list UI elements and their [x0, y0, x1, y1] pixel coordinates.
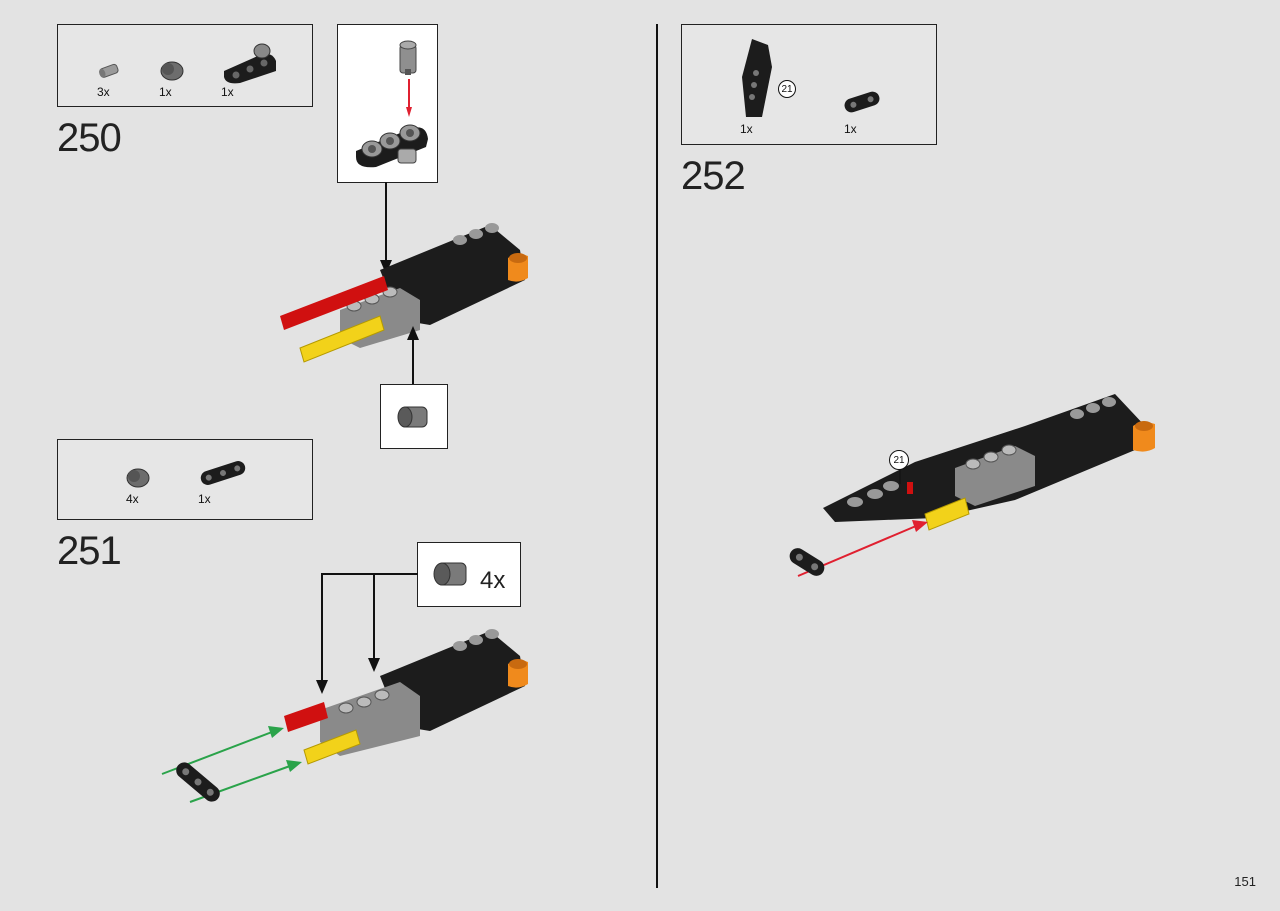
part-callout: 4x: [417, 542, 521, 607]
step-number: 251: [57, 529, 122, 573]
pointer-arrow: [380, 182, 392, 274]
parts-list-step-252: 21 1x 1x: [681, 24, 937, 145]
part-qty: 1x: [844, 122, 857, 136]
part-qty: 1x: [221, 85, 234, 99]
part-qty: 1x: [159, 85, 172, 99]
part-callout: [380, 384, 448, 449]
reference-badge: 21: [778, 80, 796, 98]
part-qty: 4x: [126, 492, 139, 506]
bush-icon: [433, 562, 467, 586]
beam-connector-icon: [224, 43, 276, 84]
liftarm-icon: [789, 548, 825, 576]
part-qty: 3x: [97, 85, 110, 99]
panel-icon: [742, 39, 772, 117]
pin-part-icon: [399, 40, 417, 75]
axle-pin-icon: [99, 63, 119, 78]
step-number: 250: [57, 116, 122, 160]
pointer-arrow: [407, 326, 419, 384]
red-arrow-down: [406, 79, 412, 117]
bush-icon: [397, 406, 428, 428]
assembly-step-250: [280, 223, 528, 363]
parts-list-step-251: 4x 1x: [57, 439, 313, 520]
beam-connector-icon: [356, 124, 428, 168]
reference-badge: 21: [889, 450, 909, 470]
parts-list-step-250: 3x 1x 1x: [57, 24, 313, 107]
liftarm-icon: [200, 461, 246, 485]
page-number: 151: [1234, 874, 1256, 889]
part-qty: 1x: [740, 122, 753, 136]
assembly-step-252: [823, 394, 1155, 531]
callout-qty: 4x: [480, 567, 506, 594]
pointer-arrows: [316, 573, 418, 694]
step-number: 252: [681, 154, 746, 198]
bush-icon: [126, 468, 150, 488]
liftarm-icon: [844, 91, 880, 113]
assembly-step-251: [284, 629, 528, 765]
bush-icon: [160, 61, 184, 81]
liftarm-icon: [176, 762, 220, 802]
column-divider: [656, 24, 658, 888]
subassembly-callout: [337, 24, 438, 183]
part-qty: 1x: [198, 492, 211, 506]
leader-line: [899, 470, 901, 484]
